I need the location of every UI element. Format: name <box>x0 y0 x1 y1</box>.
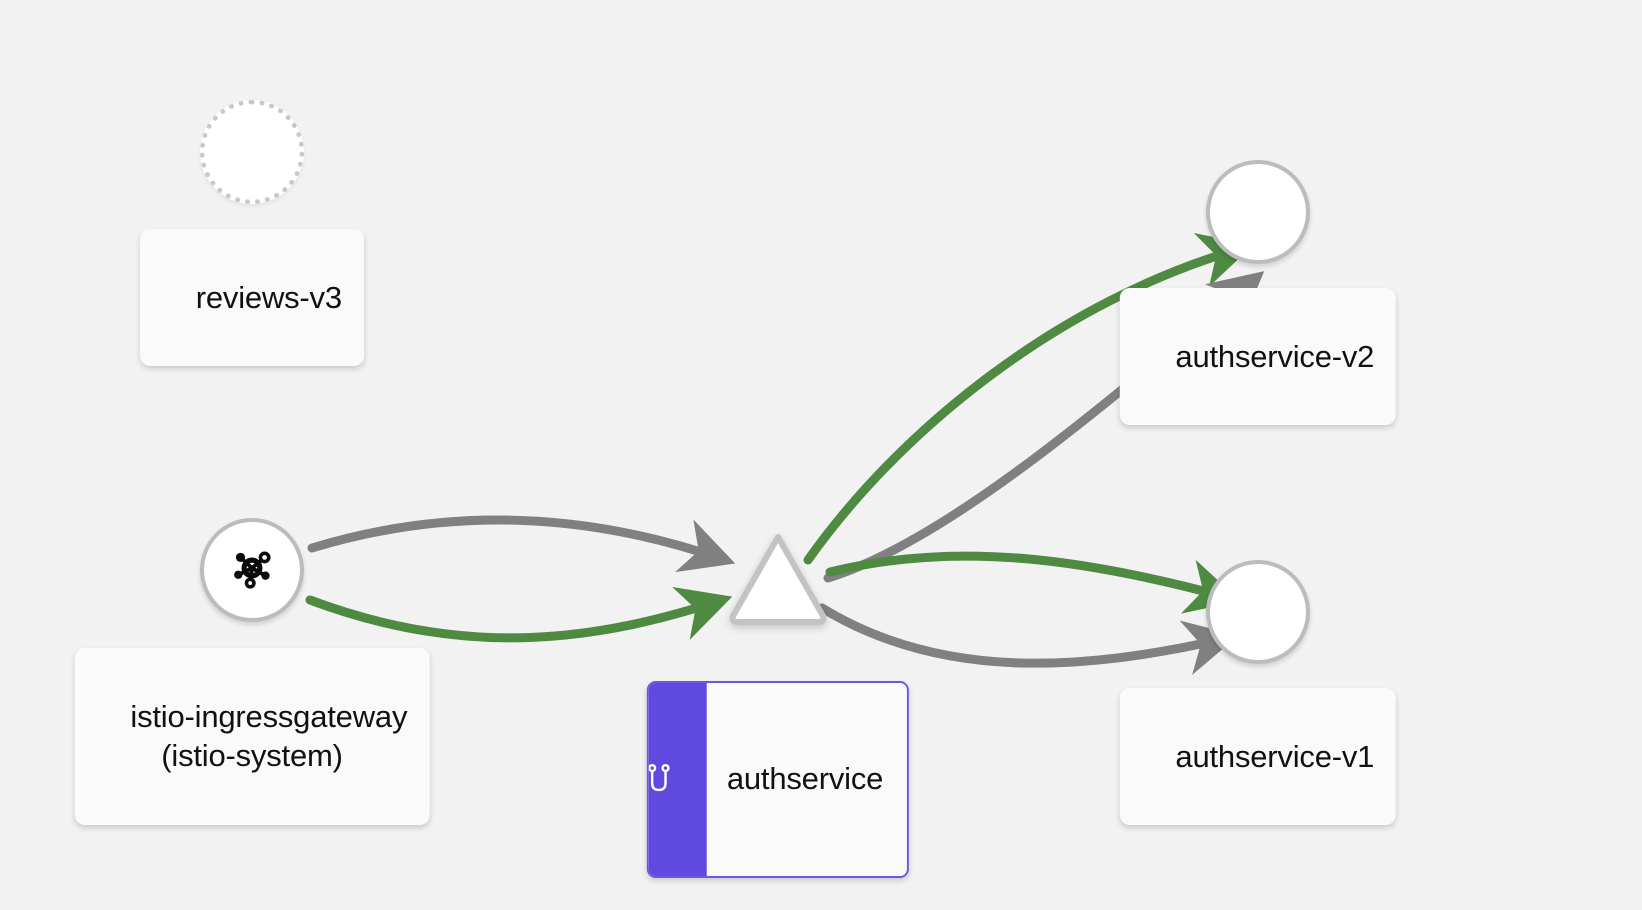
node-authservice-v2[interactable] <box>1206 160 1310 264</box>
node-authservice[interactable] <box>726 530 830 626</box>
node-reviews-v3[interactable] <box>200 100 304 204</box>
node-label-text: reviews-v3 <box>195 279 342 315</box>
workload-circle[interactable] <box>1206 560 1310 664</box>
node-label-authservice-v1[interactable]: authservice-v1 <box>1119 688 1397 826</box>
edge-gateway-to-authservice-idle[interactable] <box>307 515 736 573</box>
service-triangle[interactable] <box>726 530 830 626</box>
app-circle[interactable] <box>200 518 304 622</box>
node-istio-ingressgateway[interactable] <box>200 518 304 622</box>
node-label-reviews-v3[interactable]: reviews-v3 <box>140 229 364 367</box>
idle-workload-circle[interactable] <box>200 100 304 204</box>
node-label-istio-ingressgateway[interactable]: istio-ingressgateway (istio-system) <box>74 648 430 825</box>
node-label-text: authservice-v1 <box>1175 738 1375 774</box>
node-label-text: istio-ingressgateway (istio-system) <box>130 698 408 774</box>
node-label-authservice-v2[interactable]: authservice-v2 <box>1119 288 1397 426</box>
edge-authservice-to-v1-idle[interactable] <box>817 603 1239 675</box>
workload-circle[interactable] <box>1206 160 1310 264</box>
node-label-authservice[interactable]: authservice <box>646 681 910 878</box>
virtual-service-badge[interactable] <box>648 683 707 876</box>
topology-hub-icon <box>225 541 279 600</box>
node-label-text: authservice-v2 <box>1175 338 1375 374</box>
code-branch-icon <box>648 683 712 876</box>
node-label-text: authservice <box>706 683 908 876</box>
node-authservice-v1[interactable] <box>1206 560 1310 664</box>
edge-gateway-to-authservice-healthy[interactable] <box>305 586 733 643</box>
edge-authservice-to-v1-healthy[interactable] <box>825 551 1241 614</box>
